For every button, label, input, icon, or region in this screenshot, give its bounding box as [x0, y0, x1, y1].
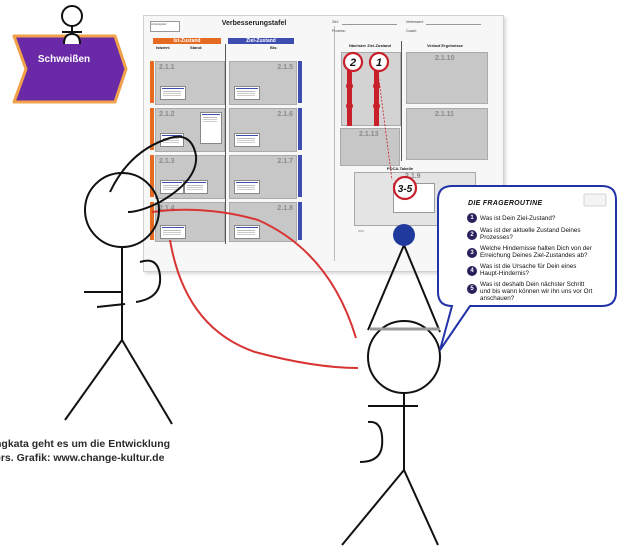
cell-label: 2.1.13: [359, 131, 379, 138]
question-number: 5: [467, 284, 477, 294]
pdca-label: PDCA-Tabelle: [386, 166, 414, 171]
footer-mark: [358, 230, 364, 232]
board-cell: 2.1.10: [406, 52, 488, 104]
question-text: Was ist die Ursache für Dein eines Haupt…: [480, 263, 577, 278]
red-node: [346, 82, 353, 90]
prozess-field: Prozess:: [332, 29, 346, 33]
cell-label: 2.1.1: [159, 64, 175, 71]
verbessert-field: Verbessert:: [406, 20, 424, 24]
side-bar: [298, 61, 302, 103]
caption: ngkata geht es um die Entwicklung ers. G…: [0, 438, 295, 465]
cell-label: 2.1.11: [435, 111, 455, 118]
process-arrow-icon: [12, 34, 128, 104]
document-thumbnail: [234, 133, 260, 147]
red-bar: [347, 64, 352, 126]
side-bar: [298, 202, 302, 240]
red-node: [346, 102, 353, 110]
red-node: [373, 102, 380, 110]
cell-label: 2.1.5: [277, 64, 293, 71]
side-bar: [150, 61, 154, 103]
caption-line-1: ngkata geht es um die Entwicklung: [0, 438, 171, 450]
ziel-field: Ziel:: [332, 20, 339, 24]
red-bar: [374, 64, 379, 126]
coach-field: Coach:: [406, 29, 418, 33]
question-text: Was ist der aktuelle Zustand Deines Proz…: [480, 227, 581, 242]
cell-label: 2.1.9: [405, 173, 421, 180]
marker-3-5: 3-5: [392, 175, 418, 201]
next-target-label: Nächster Ziel-Zustand: [348, 43, 391, 48]
person-icon: [61, 5, 83, 45]
column-divider: [334, 26, 335, 261]
cell-label: 2.1.7: [277, 158, 293, 165]
bis-label: Bis:: [270, 45, 278, 50]
red-node: [373, 82, 380, 90]
marker-2: 2: [342, 51, 364, 73]
question-text: Was ist Dein Ziel-Zustand?: [480, 215, 556, 222]
marker-1: 1: [368, 51, 390, 73]
question-text: Was ist deshalb Dein nächster Schritt un…: [480, 281, 593, 303]
board-cell: 2.1.13: [340, 128, 400, 166]
question-number: 4: [467, 266, 477, 276]
results-history-label: Verlauf Ergebnisse: [426, 43, 463, 48]
field-line: [342, 24, 397, 25]
document-thumbnail: [160, 225, 186, 239]
cell-label: 2.1.8: [277, 205, 293, 212]
person-icon: [341, 244, 441, 546]
connector-line: [151, 208, 357, 339]
side-bar: [150, 155, 154, 197]
question-text: Welche Hindernisse halten Dich von der E…: [480, 245, 592, 260]
question-number: 3: [467, 248, 477, 258]
field-line: [426, 24, 481, 25]
board-cell: 2.1.6: [229, 108, 297, 152]
document-thumbnail: [234, 225, 260, 239]
question-number: 1: [467, 213, 477, 223]
connector-line: [169, 239, 359, 369]
card-logo: [583, 193, 607, 207]
ziel-zustand-header: Ziel-Zustand: [228, 38, 294, 44]
caption-line-2: ers. Grafik: www.change-kultur.de: [0, 451, 165, 464]
question-number: 2: [467, 230, 477, 240]
person-icon: [64, 135, 198, 425]
document-thumbnail: [234, 86, 260, 100]
board-cell: 2.1.4: [155, 202, 225, 242]
cell-label: 2.1.2: [159, 111, 175, 118]
marker-3-5-label: 3-5: [398, 184, 413, 195]
board-cell: 2.1.2: [155, 108, 225, 152]
board-title: Verbesserungstafel: [221, 20, 287, 27]
target-state-graphic: [346, 64, 393, 181]
side-bar: [150, 108, 154, 150]
board-cell: 2.1.7: [229, 155, 297, 199]
side-bar: [298, 108, 302, 150]
column-divider: [225, 44, 226, 244]
document-thumbnail: [234, 180, 260, 194]
stand-label: Stand:: [190, 45, 203, 50]
side-bar: [298, 155, 302, 197]
ist-zustand-header: Ist-Zustand: [153, 38, 221, 44]
marker-2-label: 2: [349, 57, 356, 69]
board-cell: 2.1.5: [229, 61, 297, 105]
cell-label: 2.1.3: [159, 158, 175, 165]
marker-1-label: 1: [376, 57, 382, 69]
head-dot: [393, 224, 415, 246]
board-cell: 2.1.1: [155, 61, 225, 105]
document-thumbnail: [184, 180, 208, 194]
question-card-title: DIE FRAGEROUTINE: [468, 200, 543, 207]
istwert-label: Istwert:: [156, 45, 171, 50]
document-thumbnail: [160, 86, 186, 100]
process-tag-label: Schweißen: [37, 54, 91, 65]
dotted-link: [377, 71, 393, 181]
cell-label: 2.1.6: [277, 111, 293, 118]
board-cell: 2.1.11: [406, 108, 488, 160]
cell-label: 2.1.4: [159, 205, 175, 212]
column-divider: [401, 41, 402, 161]
workplace-box: Arbeitsplatz: [150, 21, 180, 32]
side-bar: [150, 202, 154, 240]
workplace-label: Arbeitsplatz: [151, 22, 167, 26]
cell-label: 2.1.10: [435, 55, 455, 62]
improvement-board: Arbeitsplatz Verbesserungstafel Ist-Zust…: [143, 15, 504, 272]
document-thumbnail: [200, 112, 222, 144]
speech-bubble-icon: [437, 185, 617, 351]
